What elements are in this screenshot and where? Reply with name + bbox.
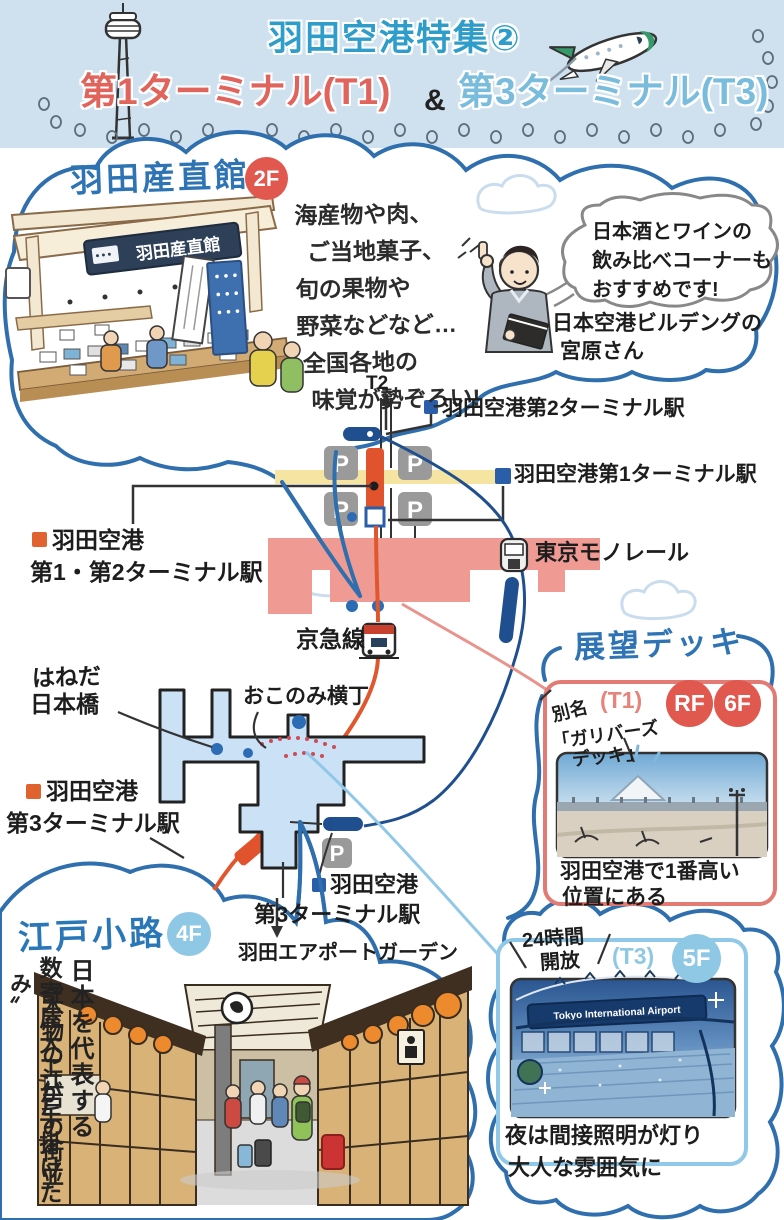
deck-t1-planes (574, 826, 713, 847)
staff-illustration (457, 237, 554, 353)
deck-t1-caption-line2: 位置にある (562, 886, 667, 909)
terminal3-building (158, 688, 426, 870)
deck-t3-terminal: (T3) (612, 943, 655, 969)
edokoji-street-illustration (34, 966, 472, 1206)
description-line: 全国各地の (302, 348, 419, 377)
header-ampersand: & (424, 84, 446, 117)
monorail-label: 東京モノレール (535, 540, 690, 565)
t1-deck-connector (401, 602, 548, 692)
suitcases (237, 1134, 345, 1170)
header-t1-label: 第1ターミナル(T1) (80, 71, 391, 112)
sanchokukan-floor-badge: 2F (245, 157, 288, 200)
monorail-icon (499, 537, 529, 573)
deck-t1-rf-badge: RF (666, 680, 713, 727)
cloud-tails (280, 450, 362, 924)
deck-t3-open-line2: 開放 (539, 949, 581, 975)
station-t3-monorail-line1: 羽田空港 (330, 872, 419, 897)
store-banner-white (171, 254, 215, 345)
deck-t1-caption-line1: 羽田空港で1番高い (560, 860, 740, 883)
station-t3-monorail-line2: 第3ターミナル駅 (254, 902, 421, 927)
description-line: 海産物や肉、 (294, 200, 433, 229)
header-art (0, 0, 784, 148)
transit-map: P P P P (26, 392, 600, 938)
station-t1t2-keikyu-line2: 第1・第2ターミナル駅 (30, 559, 263, 585)
lanterns (78, 991, 462, 1054)
description-line: 旬の果物や (295, 274, 411, 303)
page-title: 羽田空港特集② (268, 19, 522, 58)
speech-line: 日本酒とワインの (592, 221, 752, 243)
description-line: ご当地菓子、 (306, 236, 446, 266)
edokoji-vertical-col3: 〝本物の江戸の街並み〟 (7, 972, 64, 1188)
dotted-trail (38, 29, 778, 144)
staff-speech: 日本酒とワインの 飲み比べコーナーも おすすめです! (592, 218, 772, 305)
haneda-nihonbashi-line1: はねだ (31, 662, 102, 692)
street-people (94, 1075, 313, 1141)
store-banner-blue (206, 259, 249, 356)
bullet-keikyu-t3 (26, 784, 41, 799)
t2-direction-label: T2 (366, 373, 389, 394)
staff-caption-line2: 宮原さん (560, 340, 644, 363)
deck-t3-lamps (554, 969, 686, 985)
keikyu-label: 京急線 (296, 626, 365, 652)
speech-line: 飲み比べコーナーも (592, 250, 772, 272)
store-sign: 羽田産直館 (83, 221, 243, 276)
speech-line: おすすめです! (592, 279, 719, 301)
night-sparkles (539, 992, 724, 1094)
sanchokukan-heading: 羽田産直館 (69, 155, 251, 200)
okonomi-yokocho-label: おこのみ横丁 (243, 685, 369, 708)
deck-t3-box: Tokyo International Airport (496, 933, 748, 1166)
deck-t1-terminal: (T1) (600, 687, 643, 713)
description-line: 野菜などなど… (296, 310, 458, 340)
speech-bubble (539, 192, 779, 308)
bullet-monorail-t1 (495, 468, 511, 484)
station-t2-monorail-label: 羽田空港第2ターミナル駅 (442, 397, 685, 420)
deck-t3-caption-line1: 夜は間接照明が灯り (505, 1123, 704, 1148)
control-tower-icon (104, 3, 142, 140)
airplane-motion-line (547, 57, 577, 83)
bullet-keikyu-t1t2 (32, 532, 47, 547)
nickname-slashes (539, 689, 636, 763)
store-shoppers (100, 325, 304, 393)
okonomi-walkway-dots (260, 736, 336, 758)
monorail-line (363, 434, 526, 828)
edokoji-vertical-col2: 数寄屋大工が手掛けた (36, 956, 62, 1206)
station-t3-keikyu-line1: 羽田空港 (46, 778, 138, 804)
parking-p-icon: P (407, 497, 423, 524)
airport-garden-label: 羽田エアポートガーデン (238, 942, 458, 964)
station-t1-monorail-label: 羽田空港第1ターミナル駅 (514, 463, 757, 486)
deck-t3-open-line1: 24時間 (521, 925, 585, 953)
staff-caption-line1: 日本空港ビルデングの (552, 312, 762, 335)
parking-p-icon: P (407, 451, 423, 478)
edokoji-floor-badge: 4F (167, 912, 211, 956)
bullet-monorail-t2 (424, 400, 438, 414)
parking-icons: P P P P (324, 446, 432, 526)
open-slashes (509, 933, 612, 969)
deck-t3-caption-line2: 大人な雰囲気に (508, 1155, 663, 1180)
edokoji-heading: 江戸小路 (17, 914, 167, 958)
deck-t1-box (539, 680, 777, 906)
deck-swashes (506, 634, 775, 920)
terminal3-dots (211, 715, 306, 758)
sanchokukan-store-illustration: 羽田産直館 (5, 194, 304, 402)
header-t3-label: 第3ターミナル(T3) (458, 71, 769, 112)
keikyu-train-icon (359, 622, 399, 659)
haneda-nihonbashi-line2: 日本橋 (30, 691, 99, 717)
edokoji-vertical-col1: 日本を代表する (66, 958, 93, 1140)
deck-heading: 展望デッキ (573, 624, 745, 665)
deck-t1-6f-badge: 6F (714, 680, 761, 727)
parking-p-icon: P (330, 841, 345, 866)
station-t3-keikyu-line2: 第3ターミナル駅 (6, 810, 180, 836)
station-t1t2-keikyu-line1: 羽田空港 (52, 527, 144, 553)
deck-t3-5f-badge: 5F (672, 934, 721, 983)
garden-arrow-head (271, 926, 283, 938)
